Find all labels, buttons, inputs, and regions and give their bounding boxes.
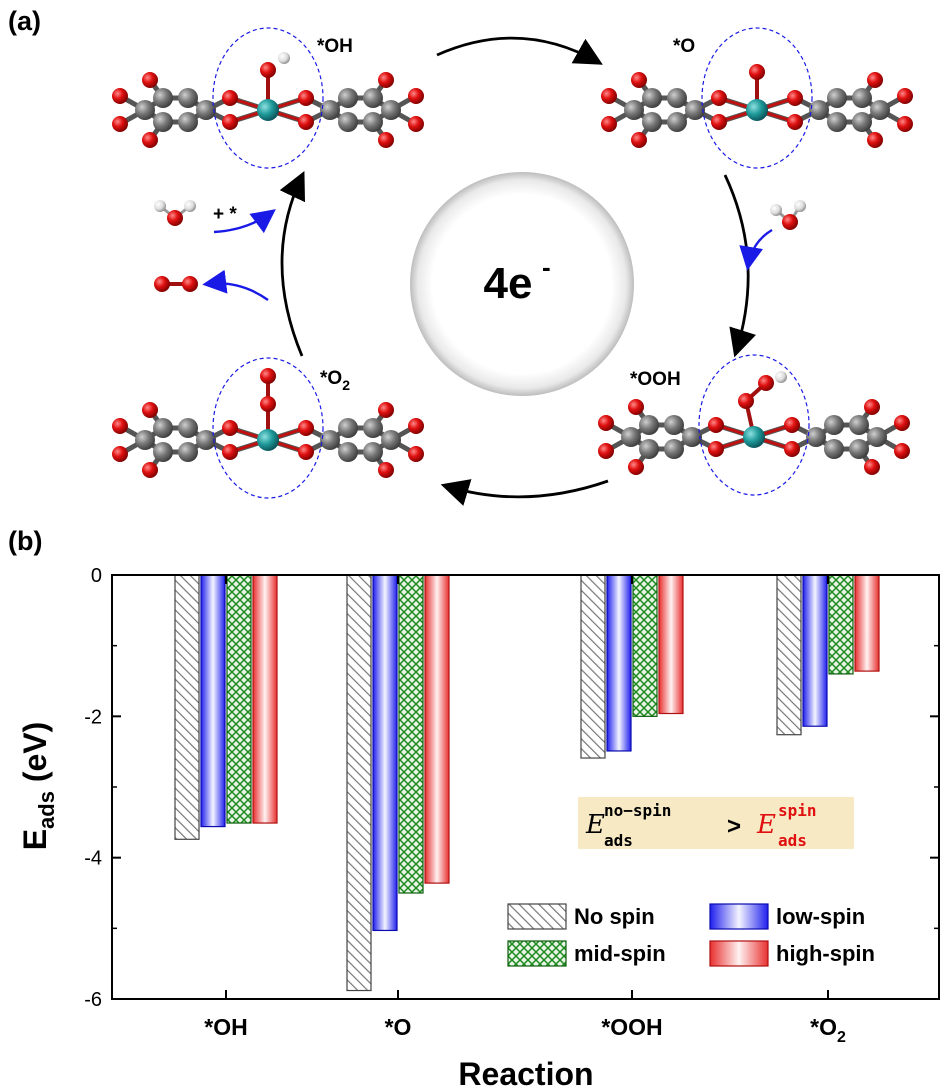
annotation-lhs-sub: ads	[604, 831, 633, 850]
species-label-o2: *O2	[320, 368, 350, 393]
molecule-ooh-structure	[598, 354, 910, 496]
arrow-water-in	[739, 228, 773, 271]
bar-low-spin--ooh	[606, 574, 632, 752]
annotation-operator: >	[727, 813, 741, 840]
legend-label-low-spin: low-spin	[776, 904, 865, 929]
molecule-oh-structure	[112, 27, 424, 169]
annotation-rhs-symbol: E	[756, 810, 776, 840]
species-label-ooh: *OOH	[630, 369, 681, 390]
arrow-o2-release	[202, 269, 269, 301]
x-tick-label-1: *OH	[204, 1014, 247, 1040]
legend-swatch-low-spin	[709, 903, 769, 930]
water-plus-site-label: + *	[213, 204, 237, 225]
arrow-bottom	[440, 479, 609, 506]
bar-high-spin--o	[424, 574, 450, 884]
center-circle	[410, 172, 634, 396]
annotation-rhs-sub: ads	[778, 831, 807, 850]
annotation-box	[578, 797, 854, 849]
x-axis-title: Reaction	[458, 1056, 593, 1091]
y-tick-label: -4	[84, 848, 102, 870]
species-label-o: *O	[673, 36, 695, 57]
y-tick-label: 0	[91, 565, 102, 587]
bar-mid-spin--o2	[828, 574, 854, 675]
legend-swatch-no-spin	[507, 903, 567, 930]
bar-mid-spin--o	[398, 574, 424, 894]
legend-swatch-mid-spin	[507, 940, 567, 967]
legend-label-high-spin: high-spin	[776, 941, 875, 966]
annotation-lhs-sup: no−spin	[604, 801, 671, 820]
panel-a: (a) 4e - *OH *O *OOH *O2 + *	[8, 6, 913, 506]
panel-a-label: (a)	[8, 6, 41, 36]
y-tick-label: -6	[84, 989, 102, 1011]
arrow-top	[436, 36, 603, 65]
y-tick-label: -2	[84, 706, 102, 728]
panel-b: (b) 0 -2 -4 -6 *OH *O *OOH *O2 Eads (eV) React…	[8, 526, 940, 1091]
legend-label-no-spin: No spin	[574, 904, 655, 929]
annotation-rhs-sup: spin	[778, 801, 817, 820]
x-tick-label-2: *O	[385, 1014, 412, 1040]
bar-high-spin--ooh	[658, 574, 684, 715]
center-label-superscript: -	[542, 252, 551, 282]
bar-mid-spin--oh	[226, 574, 252, 824]
bar-no-spin--oh	[174, 574, 200, 840]
legend-label-mid-spin: mid-spin	[574, 941, 666, 966]
x-axis: *OH *O *OOH *O2	[204, 575, 846, 1046]
species-label-oh: *OH	[317, 36, 353, 57]
x-tick-label-3: *OOH	[601, 1014, 662, 1040]
bar-no-spin--o2	[776, 574, 802, 736]
bar-low-spin--oh	[200, 574, 226, 828]
arrow-right	[723, 174, 757, 358]
arrow-water-release	[213, 209, 276, 234]
molecule-o-structure	[601, 27, 913, 169]
annotation-lhs-symbol: E	[585, 810, 605, 840]
y-axis-title: Eads (eV)	[17, 722, 59, 851]
bar-low-spin--o2	[802, 574, 828, 727]
bar-mid-spin--ooh	[632, 574, 658, 717]
panel-b-label: (b)	[8, 526, 42, 556]
y-axis: 0 -2 -4 -6	[84, 565, 939, 1011]
bar-low-spin--o	[372, 574, 398, 932]
x-tick-label-4: *O2	[810, 1014, 846, 1046]
bar-no-spin--o	[346, 574, 372, 992]
bar-high-spin--oh	[252, 574, 278, 824]
center-label: 4e	[484, 259, 533, 308]
spin-inequality-annotation: E no−spin ads > E spin ads	[578, 797, 854, 850]
legend-swatch-high-spin	[709, 940, 769, 967]
bar-high-spin--o2	[854, 574, 880, 672]
legend: No spin low-spin mid-spin high-spin	[507, 903, 875, 967]
bar-no-spin--ooh	[580, 574, 606, 759]
arrow-left	[279, 170, 306, 357]
molecule-o2-structure	[112, 357, 424, 499]
free-molecules	[154, 200, 806, 292]
